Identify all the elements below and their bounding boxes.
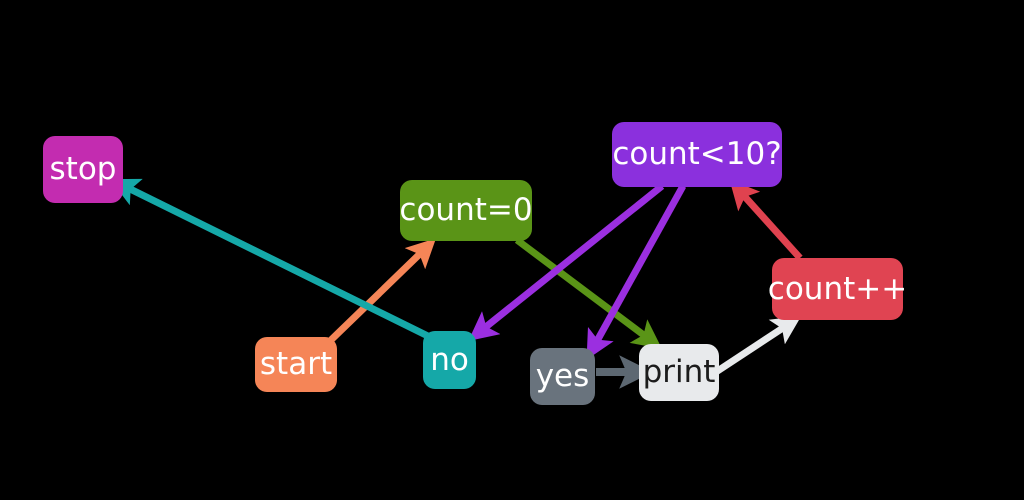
node-label: print bbox=[642, 354, 716, 390]
node-label: count=0 bbox=[399, 192, 533, 228]
node-yes[interactable]: yes bbox=[530, 348, 595, 405]
node-stop[interactable]: stop bbox=[43, 136, 123, 203]
edge-print-to-countpp bbox=[714, 315, 802, 375]
edge-cond-to-no bbox=[468, 183, 665, 341]
node-label: no bbox=[430, 341, 469, 378]
node-cond[interactable]: count<10? bbox=[612, 122, 782, 187]
node-label: count<10? bbox=[612, 136, 782, 172]
node-count0[interactable]: count=0 bbox=[399, 180, 533, 241]
node-label: yes bbox=[535, 358, 590, 394]
node-no[interactable]: no bbox=[423, 331, 476, 389]
edge-countpp-to-cond bbox=[729, 179, 803, 261]
node-label: stop bbox=[49, 151, 117, 187]
node-start[interactable]: start bbox=[255, 337, 337, 392]
edge-count0-to-print bbox=[514, 237, 662, 349]
edge-start-to-count0 bbox=[328, 238, 437, 343]
node-label: count++ bbox=[767, 270, 908, 307]
node-label: start bbox=[259, 346, 333, 382]
node-countpp[interactable]: count++ bbox=[768, 258, 907, 320]
node-print[interactable]: print bbox=[639, 344, 719, 401]
edge-no-to-stop bbox=[109, 178, 440, 345]
edge-cond-to-yes bbox=[586, 184, 687, 360]
